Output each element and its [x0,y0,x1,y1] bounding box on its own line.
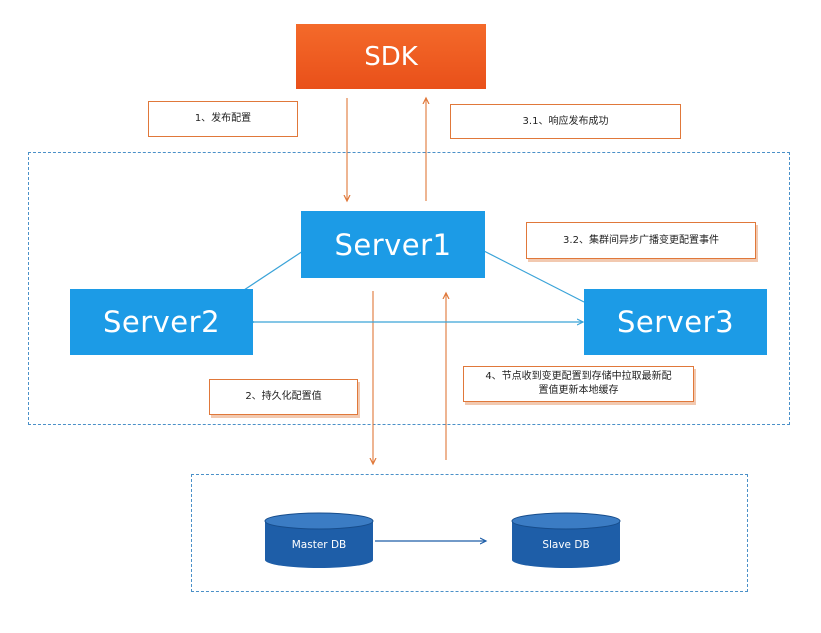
note-step4-line1: 4、节点收到变更配置到存储中拉取最新配 [485,371,672,382]
note-step3-1-text: 3.1、响应发布成功 [522,115,609,127]
link-server1-server2 [243,250,304,291]
note-step2-text: 2、持久化配置值 [245,391,322,402]
server-cluster-frame [28,152,790,425]
master-db-cylinder: Master DB [264,512,374,568]
server1-label: Server1 [334,227,452,262]
slave-db-label: Slave DB [542,539,589,551]
note-step1-text: 1、发布配置 [194,113,252,124]
sdk-box: SDK [296,24,486,89]
note-step3-1: 3.1、响应发布成功 [450,104,681,139]
server3-box: Server3 [584,289,767,355]
master-db-label: Master DB [292,539,346,551]
link-server1-server3 [483,250,585,303]
server2-label: Server2 [102,305,221,339]
server2-box: Server2 [70,289,253,355]
note-step3-2: 3.2、集群间异步广播变更配置事件 [526,222,756,259]
slave-db-cylinder: Slave DB [511,512,621,568]
server1-box: Server1 [301,211,485,278]
note-step1: 1、发布配置 [148,101,298,137]
server3-label: Server3 [616,305,735,339]
note-step4: 4、节点收到变更配置到存储中拉取最新配 置值更新本地缓存 [463,366,694,402]
database-frame [191,474,748,592]
note-step3-2-text: 3.2、集群间异步广播变更配置事件 [563,234,719,246]
sdk-label: SDK [364,41,418,72]
note-step4-line2: 置值更新本地缓存 [538,385,619,396]
note-step2: 2、持久化配置值 [209,379,358,415]
